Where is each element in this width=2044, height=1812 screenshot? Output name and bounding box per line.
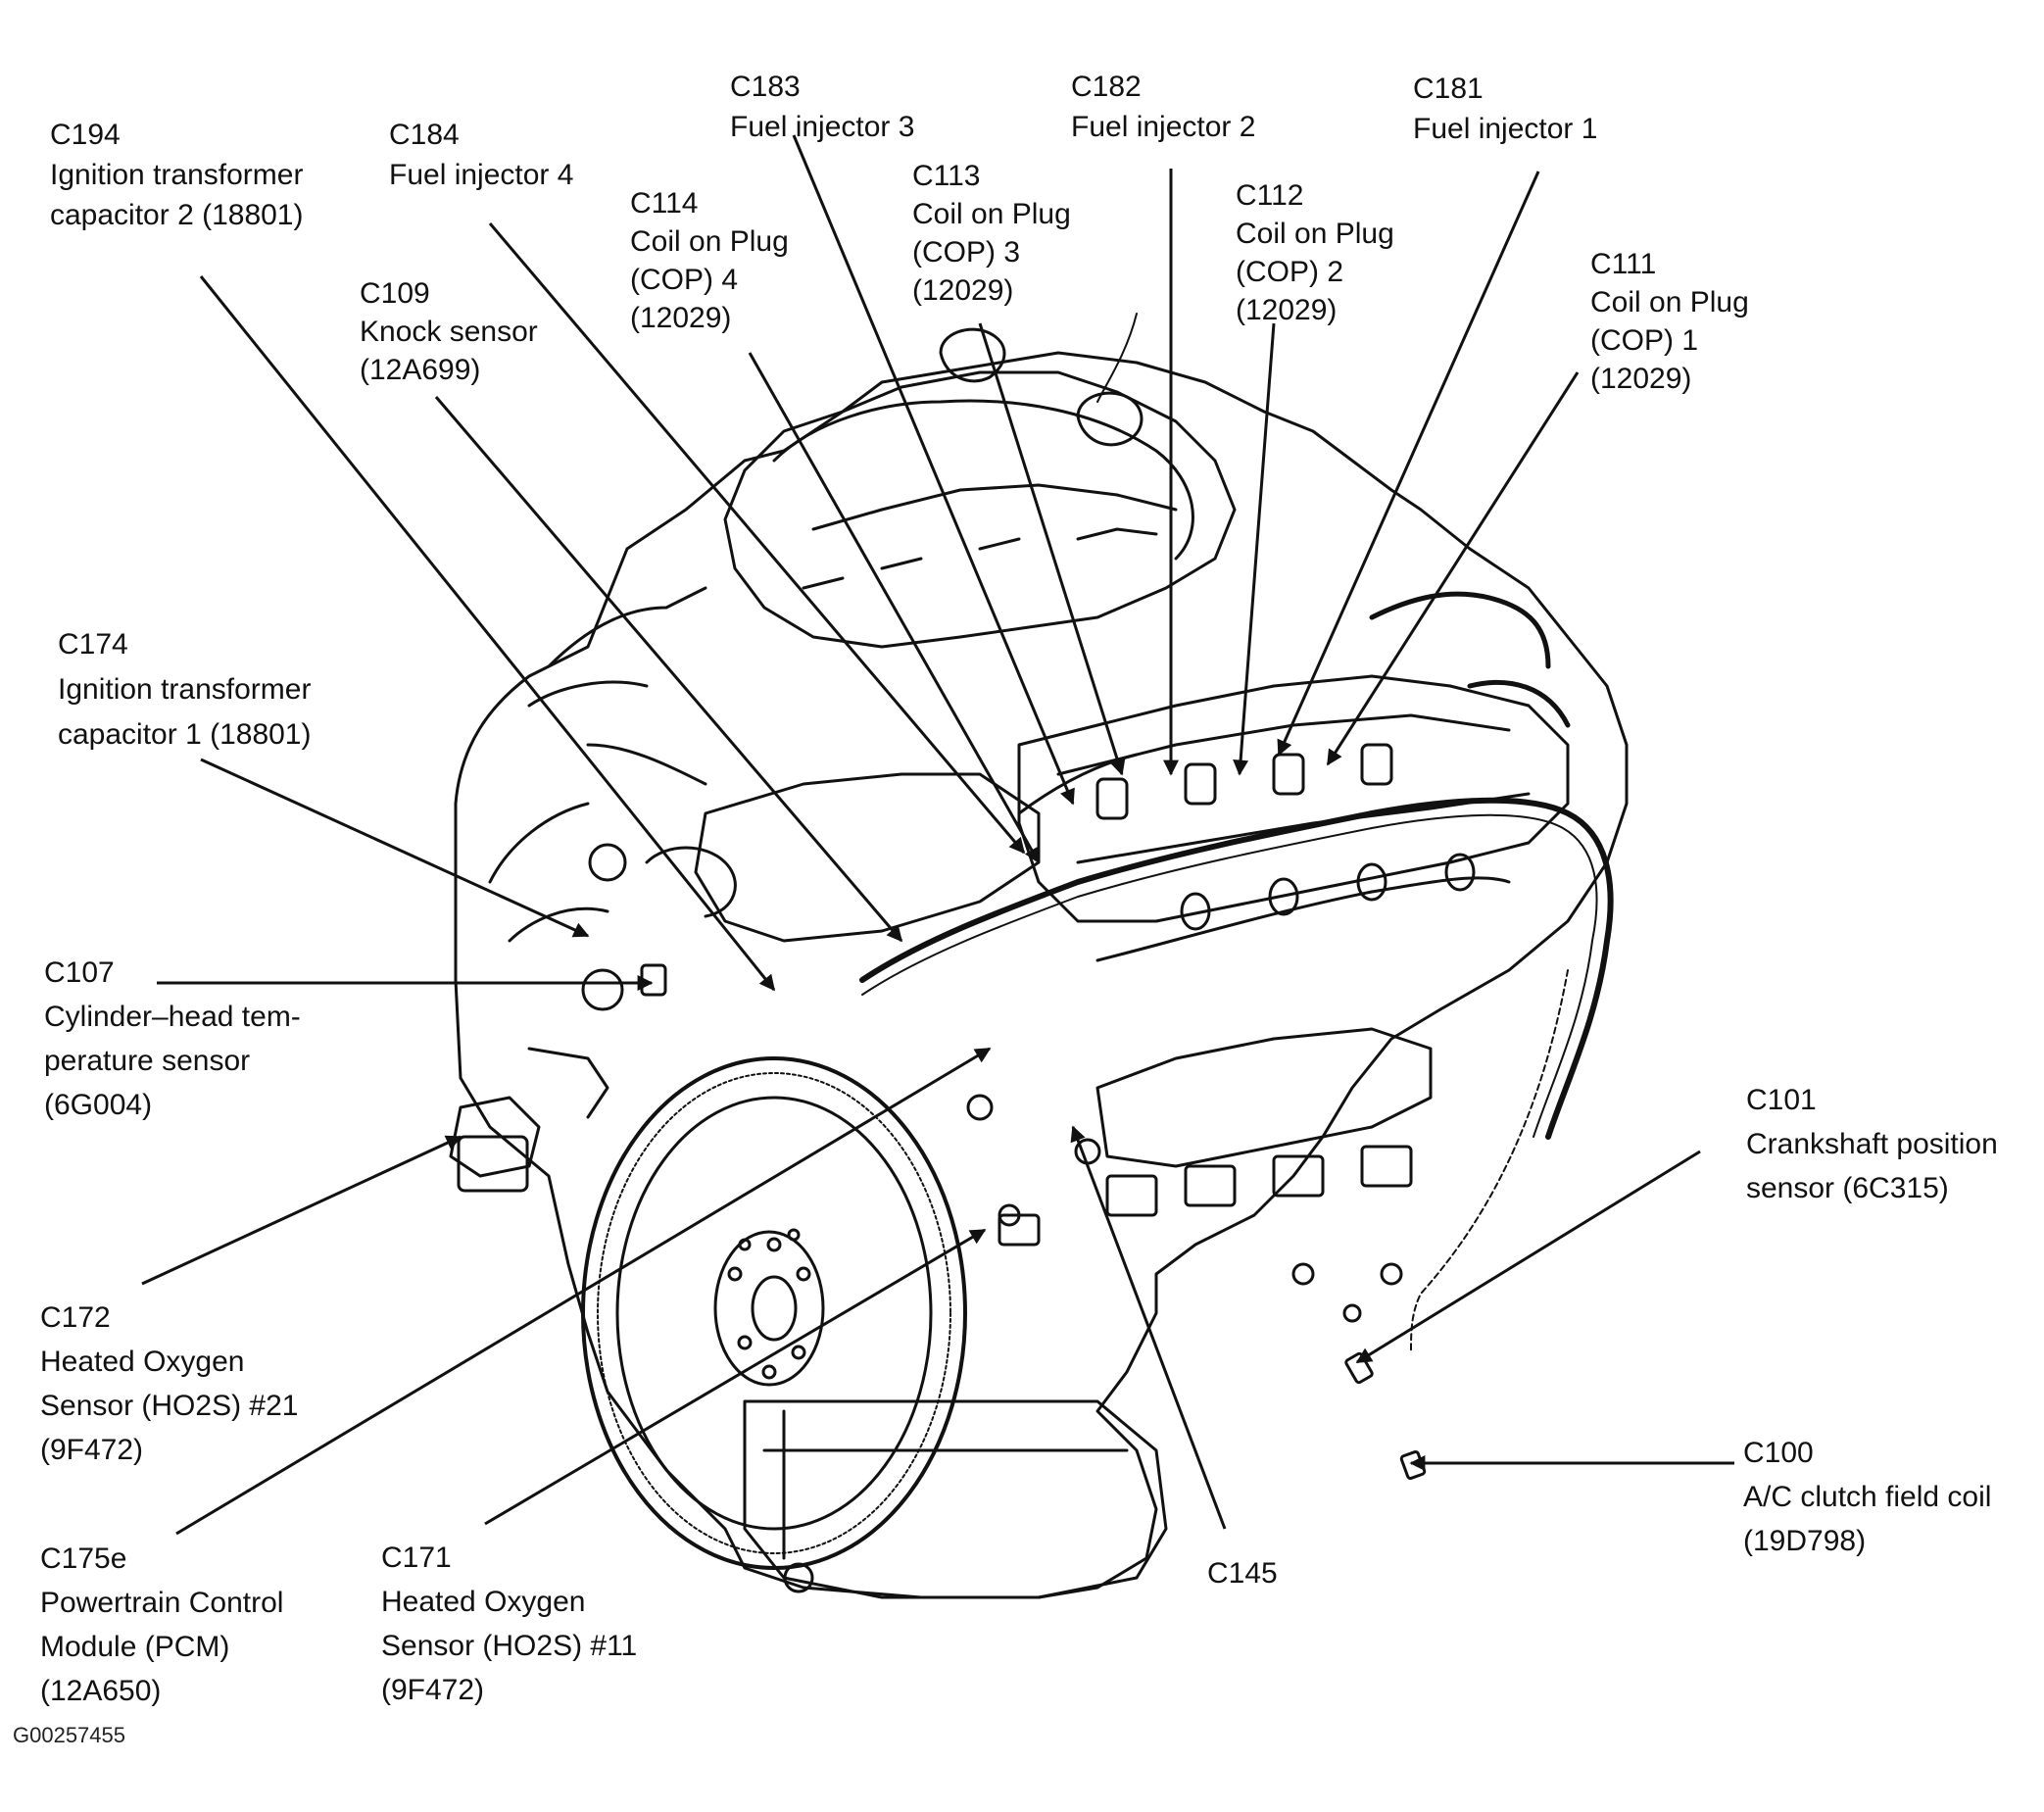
callout-c100: C100 A/C clutch field coil (19D798) xyxy=(1743,1431,1991,1563)
callout-text: Coil on Plug xyxy=(912,198,1071,230)
leader-c183 xyxy=(792,134,1075,806)
callout-text: Fuel injector 3 xyxy=(730,111,915,143)
callout-text: (19D798) xyxy=(1743,1525,1867,1557)
callout-text: Ignition transformer xyxy=(58,673,312,706)
callout-text: (9F472) xyxy=(381,1674,485,1706)
callout-text: (COP) 2 xyxy=(1236,256,1344,288)
leader-c171 xyxy=(484,1228,987,1526)
callout-code: C175e xyxy=(40,1543,127,1575)
callout-c182: C182 Fuel injector 2 xyxy=(1071,67,1255,147)
callout-text: (12029) xyxy=(1236,294,1338,326)
callout-c171: C171 Heated Oxygen Sensor (HO2S) #11 (9F… xyxy=(381,1536,637,1712)
callout-text: (COP) 1 xyxy=(1590,324,1699,357)
leader-lines xyxy=(141,134,1734,1536)
callout-text: capacitor 1 (18801) xyxy=(58,718,312,751)
callout-text: Heated Oxygen xyxy=(381,1586,586,1618)
callout-text: (12A650) xyxy=(40,1675,162,1707)
callout-code: C194 xyxy=(50,119,121,151)
callout-c194: C194 Ignition transformer capacitor 2 (1… xyxy=(50,115,304,235)
callout-text: Fuel injector 1 xyxy=(1413,113,1598,145)
leader-c145 xyxy=(1070,1125,1227,1530)
callout-code: C107 xyxy=(44,956,115,989)
leader-c172 xyxy=(141,1135,462,1286)
callout-code: C111 xyxy=(1590,248,1657,280)
callout-c107: C107 Cylinder–head tem- perature sensor … xyxy=(44,951,301,1127)
callout-c114: C114 Coil on Plug (COP) 4 (12029) xyxy=(630,184,789,337)
leader-c109 xyxy=(434,396,903,943)
callout-code: C182 xyxy=(1071,71,1142,103)
callout-c184: C184 Fuel injector 4 xyxy=(389,115,573,195)
callout-text: Sensor (HO2S) #21 xyxy=(40,1390,299,1422)
callout-text: A/C clutch field coil xyxy=(1743,1481,1992,1513)
callout-c172: C172 Heated Oxygen Sensor (HO2S) #21 (9F… xyxy=(40,1296,298,1472)
callout-text: sensor (6C315) xyxy=(1746,1172,1949,1204)
callout-code: C100 xyxy=(1743,1437,1814,1469)
callout-text: Powertrain Control xyxy=(40,1587,284,1619)
callout-c101: C101 Crankshaft position sensor (6C315) xyxy=(1746,1078,1998,1210)
callout-text: Crankshaft position xyxy=(1746,1128,1998,1160)
callout-text: Heated Oxygen xyxy=(40,1346,245,1378)
callout-code: C183 xyxy=(730,71,801,103)
callout-text: (9F472) xyxy=(40,1434,144,1466)
callout-code: C114 xyxy=(630,187,699,220)
callout-code: C145 xyxy=(1207,1557,1278,1590)
callout-text: Ignition transformer xyxy=(50,159,304,191)
callout-text: (6G004) xyxy=(44,1089,153,1121)
figure-id: G00257455 xyxy=(13,1723,125,1747)
callout-text: Fuel injector 4 xyxy=(389,159,574,191)
callout-c181: C181 Fuel injector 1 xyxy=(1413,69,1597,149)
callout-code: C112 xyxy=(1236,179,1304,212)
leader-c181 xyxy=(1277,171,1540,757)
callout-text: Coil on Plug xyxy=(630,225,789,258)
callout-text: (COP) 4 xyxy=(630,264,739,296)
callout-c145: C145 xyxy=(1207,1553,1278,1593)
leader-c112 xyxy=(1233,322,1276,776)
leader-c174 xyxy=(200,758,590,938)
callout-c111: C111 Coil on Plug (COP) 1 (12029) xyxy=(1590,245,1749,398)
callout-code: C181 xyxy=(1413,73,1484,105)
leader-c113 xyxy=(978,322,1126,776)
callout-text: perature sensor xyxy=(44,1045,251,1077)
engine-drawing xyxy=(449,313,1629,1599)
leader-c114 xyxy=(748,352,1041,864)
callout-text: (12029) xyxy=(1590,363,1692,395)
callout-text: Sensor (HO2S) #11 xyxy=(381,1630,638,1662)
callout-c113: C113 Coil on Plug (COP) 3 (12029) xyxy=(912,157,1071,310)
callout-code: C171 xyxy=(381,1542,452,1574)
callout-code: C101 xyxy=(1746,1084,1817,1116)
leader-c101 xyxy=(1355,1150,1701,1364)
callout-text: (COP) 3 xyxy=(912,236,1021,269)
callout-text: Coil on Plug xyxy=(1590,286,1749,318)
callout-text: Knock sensor xyxy=(360,316,538,348)
callout-c174: C174 Ignition transformer capacitor 1 (1… xyxy=(58,622,312,758)
callout-code: C174 xyxy=(58,628,128,661)
callout-c175e: C175e Powertrain Control Module (PCM) (1… xyxy=(40,1537,283,1713)
callout-text: (12029) xyxy=(912,274,1014,307)
leader-c184 xyxy=(488,222,1026,855)
callout-code: C113 xyxy=(912,160,981,192)
callout-text: Coil on Plug xyxy=(1236,218,1394,250)
callout-code: C184 xyxy=(389,119,460,151)
callout-c183: C183 Fuel injector 3 xyxy=(730,67,914,147)
callout-code: C109 xyxy=(360,277,430,310)
leader-c175e xyxy=(175,1047,992,1536)
callout-text: capacitor 2 (18801) xyxy=(50,199,304,231)
callout-c112: C112 Coil on Plug (COP) 2 (12029) xyxy=(1236,176,1394,329)
leader-c111 xyxy=(1326,371,1580,766)
callout-text: Module (PCM) xyxy=(40,1631,230,1663)
callout-text: (12029) xyxy=(630,302,732,334)
callout-text: Fuel injector 2 xyxy=(1071,111,1256,143)
leader-c194 xyxy=(199,275,776,992)
callout-text: (12A699) xyxy=(360,354,481,386)
callout-text: Cylinder–head tem- xyxy=(44,1001,301,1033)
callout-code: C172 xyxy=(40,1301,111,1334)
callout-c109: C109 Knock sensor (12A699) xyxy=(360,274,538,389)
